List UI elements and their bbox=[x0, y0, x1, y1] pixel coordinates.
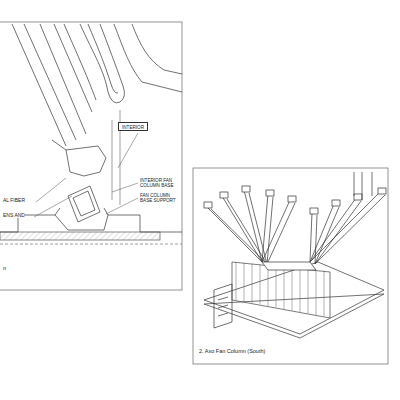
annotation-label: INTERIOR FAN COLUMN BASE bbox=[140, 178, 178, 189]
label-text: 2. Axo Fan Column (South) bbox=[199, 348, 265, 354]
section-detail bbox=[0, 22, 182, 290]
tag-text: INTERIOR bbox=[122, 125, 144, 130]
annotation-label: n bbox=[3, 265, 23, 271]
label-text: AL FIBER bbox=[3, 197, 25, 203]
label-text: FAN COLUMN BASE SUPPORT bbox=[140, 193, 176, 203]
label-text: INTERIOR FAN COLUMN BASE bbox=[140, 178, 173, 188]
view-caption: 2. Axo Fan Column (South) bbox=[199, 348, 329, 354]
annotation-label: FAN COLUMN BASE SUPPORT bbox=[140, 193, 178, 204]
label-text: n bbox=[3, 265, 6, 271]
label-text: ENS AND bbox=[3, 212, 25, 218]
annotation-label: ENS AND bbox=[3, 213, 43, 219]
axonometric-view bbox=[193, 168, 388, 364]
tag-box: INTERIOR bbox=[118, 122, 148, 131]
annotation-label: AL FIBER bbox=[3, 198, 43, 204]
